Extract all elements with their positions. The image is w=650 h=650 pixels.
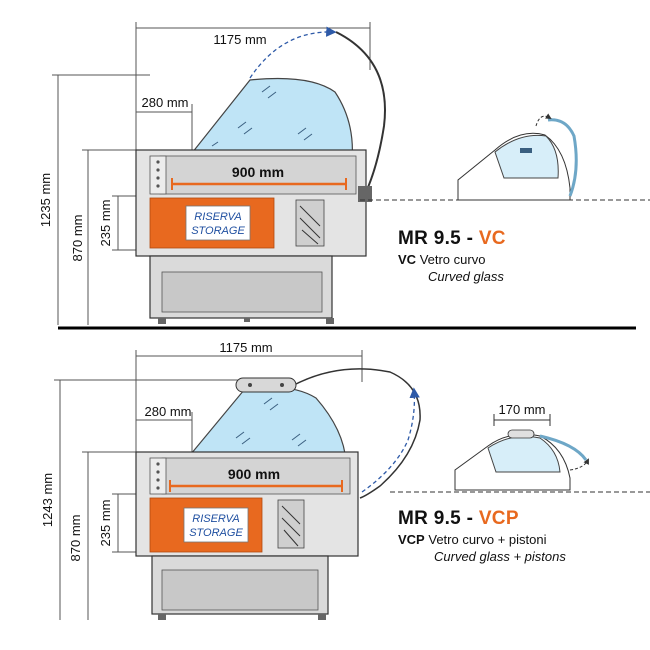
bottom-sub-italian: Vetro curvo + pistoni [428,532,547,547]
top-mini-icon [360,113,650,201]
bottom-open-arrow [361,387,420,493]
bottom-inner-label: 900 mm [228,466,280,482]
top-model-prefix: MR 9.5 - [398,228,479,249]
top-sub-code: VC [398,252,417,267]
bottom-height-label: 1243 mm [40,473,55,527]
bottom-counter-label: 870 mm [68,515,83,562]
bottom-open-glass [295,368,421,499]
top-depth-label: 280 mm [142,95,189,110]
bottom-width-label: 1175 mm [219,340,272,355]
top-model-title: MR 9.5 - VC [398,228,506,250]
bottom-model-prefix: MR 9.5 - [398,508,479,529]
bottom-model-title: MR 9.5 - VCP [398,508,566,530]
bottom-model-code: VCP [478,508,519,529]
top-model-block: MR 9.5 - VC VC Vetro curvo Curved glass [398,228,506,284]
top-glass [186,77,353,161]
bottom-showcase: 1175 mm 1243 mm 870 mm 235 mm 280 mm [40,340,421,620]
bottom-sub-english: Curved glass + pistons [434,549,566,564]
bottom-mini-icon: 170 mm [390,402,650,493]
bottom-piston-label: 170 mm [499,402,546,417]
top-open-arrow [249,26,337,79]
top-storage-text-1: RISERVA [194,211,242,223]
bottom-model-sub: VCP Vetro curvo + pistoni [398,532,566,547]
bottom-glass [184,386,347,463]
bottom-storage-text-1: RISERVA [192,513,240,525]
top-counter-label: 870 mm [70,215,85,262]
bottom-sub-code: VCP [398,532,425,547]
top-sub-english: Curved glass [428,269,504,284]
bottom-storage-height-label: 235 mm [98,500,113,547]
top-width-label: 1175 mm [213,32,266,47]
top-model-sub: VC Vetro curvo [398,252,506,267]
top-height-label: 1235 mm [38,173,53,227]
top-storage-height-label: 235 mm [98,200,113,247]
top-storage-text-2: STORAGE [191,225,245,237]
top-sub-italian: Vetro curvo [419,252,486,267]
bottom-depth-label: 280 mm [145,404,192,419]
top-inner-label: 900 mm [232,164,284,180]
bottom-model-block: MR 9.5 - VCP VCP Vetro curvo + pistoni C… [398,508,566,564]
bottom-storage-text-2: STORAGE [189,527,243,539]
top-showcase: 1175 mm 1235 mm 870 mm 235 mm 280 mm [38,22,386,325]
top-model-code: VC [478,228,506,249]
top-open-glass [335,31,386,193]
